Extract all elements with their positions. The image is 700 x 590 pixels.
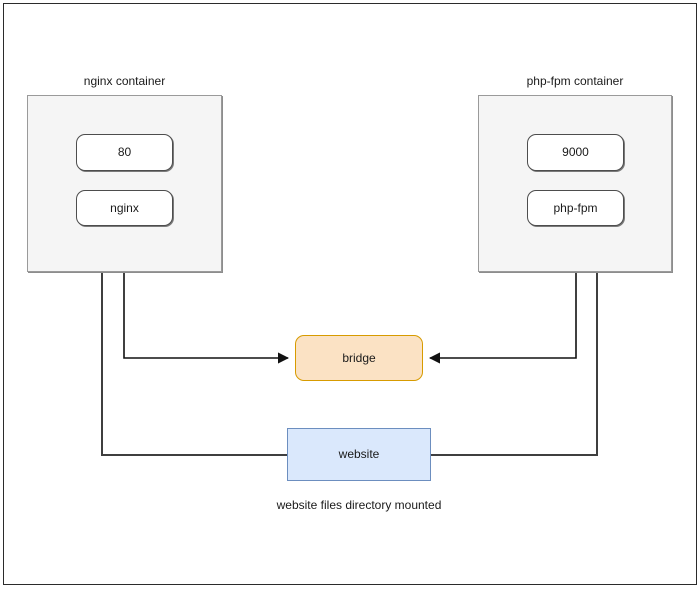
website-volume-caption: website files directory mounted (276, 498, 442, 512)
bridge-network-node[interactable]: bridge (295, 335, 423, 381)
website-volume-node[interactable]: website (287, 428, 431, 481)
edge-php-to-website (431, 272, 598, 456)
nginx-container-box[interactable] (27, 95, 222, 272)
edge-nginx-to-bridge (123, 272, 290, 364)
php-fpm-container-box[interactable] (478, 95, 672, 272)
edge-nginx-to-website (101, 272, 287, 456)
nginx-port-node[interactable]: 80 (76, 134, 173, 171)
php-fpm-port-node[interactable]: 9000 (527, 134, 624, 171)
edge-php-to-bridge (428, 272, 577, 364)
nginx-container-label: nginx container (83, 74, 166, 88)
nginx-service-node[interactable]: nginx (76, 190, 173, 226)
php-fpm-container-label: php-fpm container (526, 74, 624, 88)
php-fpm-service-node[interactable]: php-fpm (527, 190, 624, 226)
